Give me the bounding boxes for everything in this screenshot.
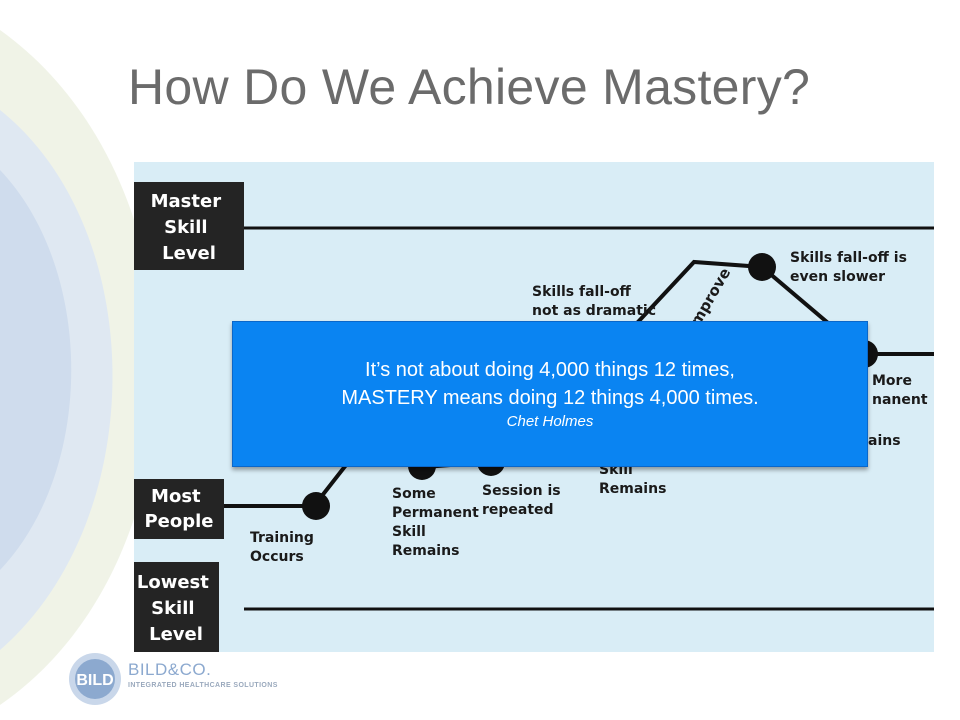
most-label-2: People <box>144 511 213 532</box>
quote-line-2: MASTERY means doing 12 things 4,000 time… <box>341 387 759 409</box>
logo-name: BILD&CO. <box>128 660 212 679</box>
svg-text:Most People: Most People <box>144 486 213 532</box>
session-note-1: Session is <box>482 483 561 499</box>
svg-text:Lowest Skill Level: Lowest Skill Level <box>137 572 215 645</box>
falloff-dramatic-note-2: not as dramatic <box>532 303 656 319</box>
svg-text:More nanent: More nanent <box>872 373 928 408</box>
some-skill-note-1: Some <box>392 486 436 502</box>
training-note-2: Occurs <box>250 549 304 565</box>
master-label-1: Master <box>151 191 222 212</box>
quote-line-1: It’s not about doing 4,000 things 12 tim… <box>365 359 735 381</box>
slide-title: How Do We Achieve Mastery? <box>128 59 811 115</box>
most-people-box <box>134 479 224 539</box>
svg-text:Some Permanent Ski: Some Permanent Skill Remains <box>392 486 484 559</box>
lowest-label-2: Skill <box>151 598 194 619</box>
some-skill-note-3: Skill <box>392 524 426 540</box>
training-note-1: Training <box>250 530 314 546</box>
svg-text:Training Occurs: Training Occurs <box>250 530 319 565</box>
lowest-label-3: Level <box>149 624 203 645</box>
remains-fragment-note: ains <box>868 433 901 449</box>
lowest-skill-level-box <box>134 562 219 652</box>
some-skill-note-2: Permanent <box>392 505 479 521</box>
svg-text:Session is repeated: Session is repeated <box>482 483 566 518</box>
quote-author: Chet Holmes <box>506 413 594 430</box>
master-label-3: Level <box>162 243 216 264</box>
lowest-label-1: Lowest <box>137 572 209 593</box>
logo-mark: BILD <box>76 672 113 689</box>
most-label-1: Most <box>151 486 201 507</box>
master-label-2: Skill <box>164 217 207 238</box>
svg-text:Skills fall-off is even: Skills fall-off is even slower <box>790 250 912 285</box>
falloff-slower-note-2: even slower <box>790 269 885 285</box>
master-skill-level-box <box>134 182 244 270</box>
training-point <box>302 492 330 520</box>
svg-text:Master Skill Level: Master Skill Level <box>151 191 228 264</box>
bild-logo-icon: BILD <box>69 653 121 705</box>
peak-point <box>748 253 776 281</box>
logo-tagline: INTEGRATED HEALTHCARE SOLUTIONS <box>128 682 278 689</box>
session-note-2: repeated <box>482 502 554 518</box>
some-skill-note-4: Remains <box>392 543 459 559</box>
falloff-dramatic-note-1: Skills fall-off <box>532 284 632 300</box>
skill-remains-note-2: Remains <box>599 481 666 497</box>
more-permanent-note-2: nanent <box>872 392 928 408</box>
quote-box: It’s not about doing 4,000 things 12 tim… <box>232 321 868 467</box>
more-permanent-note-1: More <box>872 373 912 389</box>
svg-text:Skills fall-off not as d: Skills fall-off not as dramatic <box>532 284 656 319</box>
falloff-slower-note-1: Skills fall-off is <box>790 250 907 266</box>
